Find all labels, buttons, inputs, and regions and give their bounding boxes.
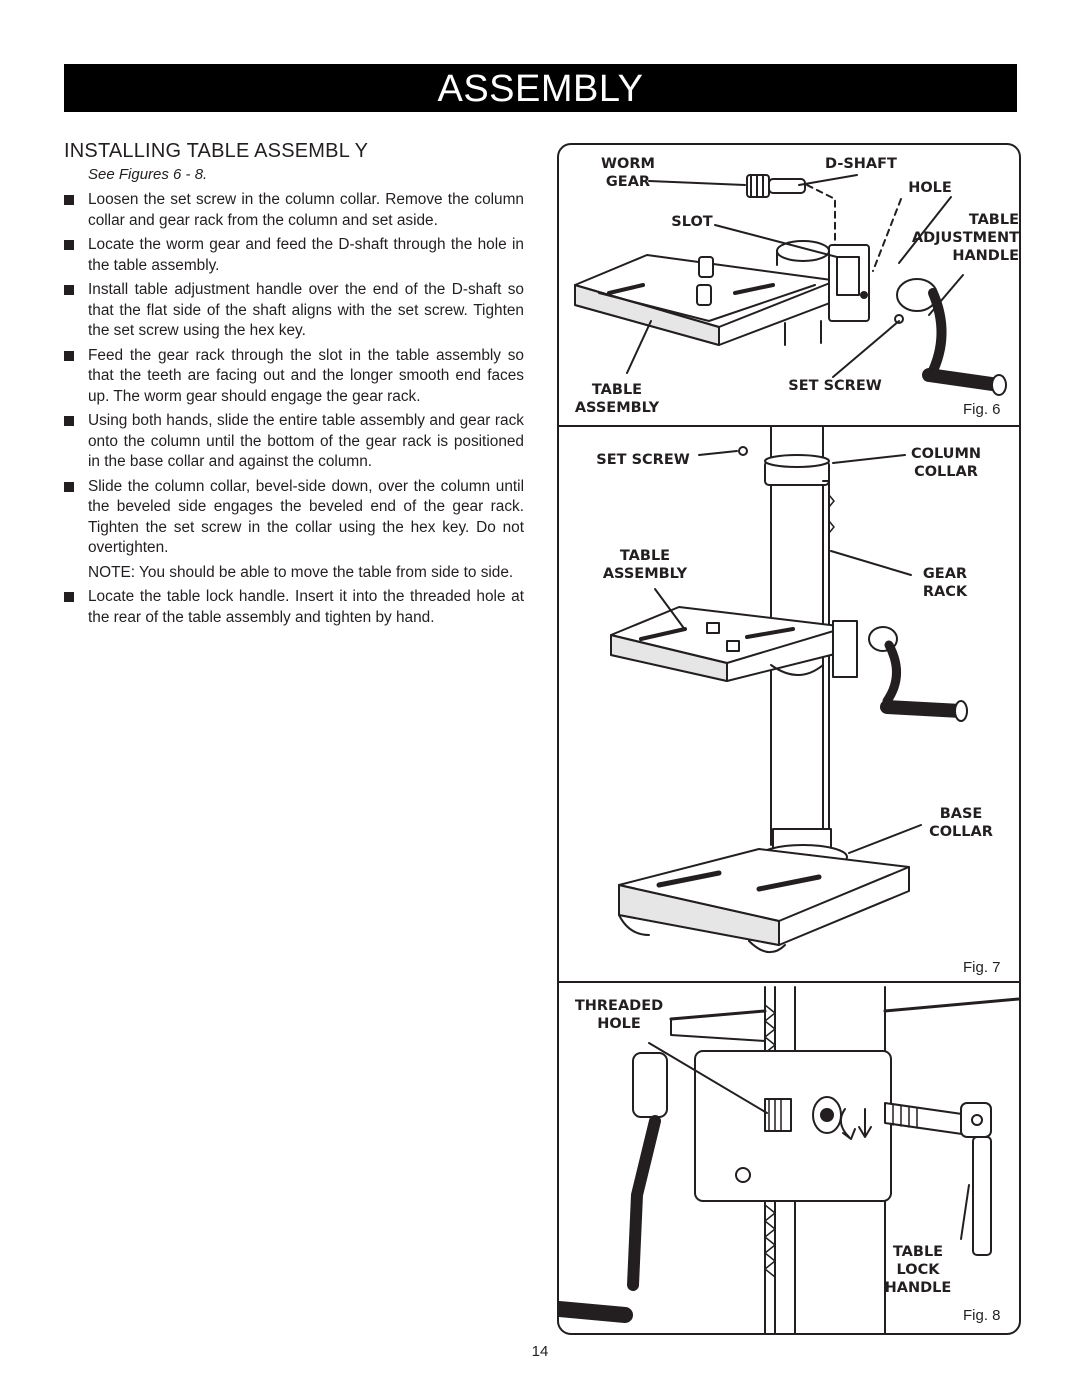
fig6-caption: Fig. 6 <box>963 401 1001 418</box>
label-table-lock-handle: TABLE LOCK HANDLE <box>884 1244 952 1296</box>
fig7-caption: Fig. 7 <box>963 959 1001 976</box>
instruction-step: Locate the worm gear and feed the D-shaf… <box>64 235 524 276</box>
worm-gear-part <box>746 174 806 198</box>
label-table-adjustment-handle: TABLE ADJUSTMENT HANDLE <box>911 212 1019 264</box>
fig8-drawing <box>559 986 1019 1333</box>
note-text: NOTE: You should be able to move the tab… <box>88 563 514 581</box>
table-lock-handle-part <box>884 1102 992 1256</box>
label-set-screw-fig7: SET SCREW <box>596 452 690 468</box>
label-hole: HOLE <box>908 180 952 196</box>
fig6-drawing <box>574 174 1007 396</box>
figures-panel: WORM GEAR D-SHAFT HOLE SLOT TABLE ADJUST… <box>557 143 1021 1335</box>
label-table-assembly-fig7: TABLE ASSEMBLY <box>602 548 688 582</box>
instruction-step: Using both hands, slide the entire table… <box>64 411 524 473</box>
fig8-caption: Fig. 8 <box>963 1307 1001 1324</box>
see-figures-ref: See Figures 6 - 8. <box>88 166 208 183</box>
fig7-drawing <box>610 426 968 953</box>
label-slot: SLOT <box>671 214 713 230</box>
figure-divider <box>559 981 1019 983</box>
label-d-shaft: D-SHAFT <box>825 156 897 172</box>
instruction-step: Feed the gear rack through the slot in t… <box>64 346 524 408</box>
figure-divider <box>559 425 1019 427</box>
label-table-assembly-fig6: TABLE ASSEMBLY <box>574 382 660 416</box>
label-column-collar: COLUMN COLLAR <box>910 446 982 480</box>
label-set-screw-fig6: SET SCREW <box>788 378 882 394</box>
label-gear-rack: GEAR RACK <box>922 566 968 600</box>
label-threaded-hole: THREADED HOLE <box>574 998 664 1032</box>
page-number: 14 <box>531 1343 549 1360</box>
instruction-list: Loosen the set screw in the column colla… <box>64 190 524 632</box>
label-base-collar: BASE COLLAR <box>929 806 993 840</box>
instruction-step: Slide the column collar, bevel-side down… <box>64 477 524 559</box>
figure-illustrations <box>559 174 1019 1333</box>
section-header: ASSEMBLY <box>64 64 1017 112</box>
section-title: INSTALLING TABLE ASSEMBL Y <box>64 140 369 162</box>
label-worm-gear: WORM GEAR <box>601 156 655 190</box>
instruction-step: Locate the table lock handle. Insert it … <box>64 587 524 628</box>
instruction-step: Install table adjustment handle over the… <box>64 280 524 342</box>
instruction-step: Loosen the set screw in the column colla… <box>64 190 524 231</box>
table-adjustment-handle-part <box>896 278 1007 396</box>
